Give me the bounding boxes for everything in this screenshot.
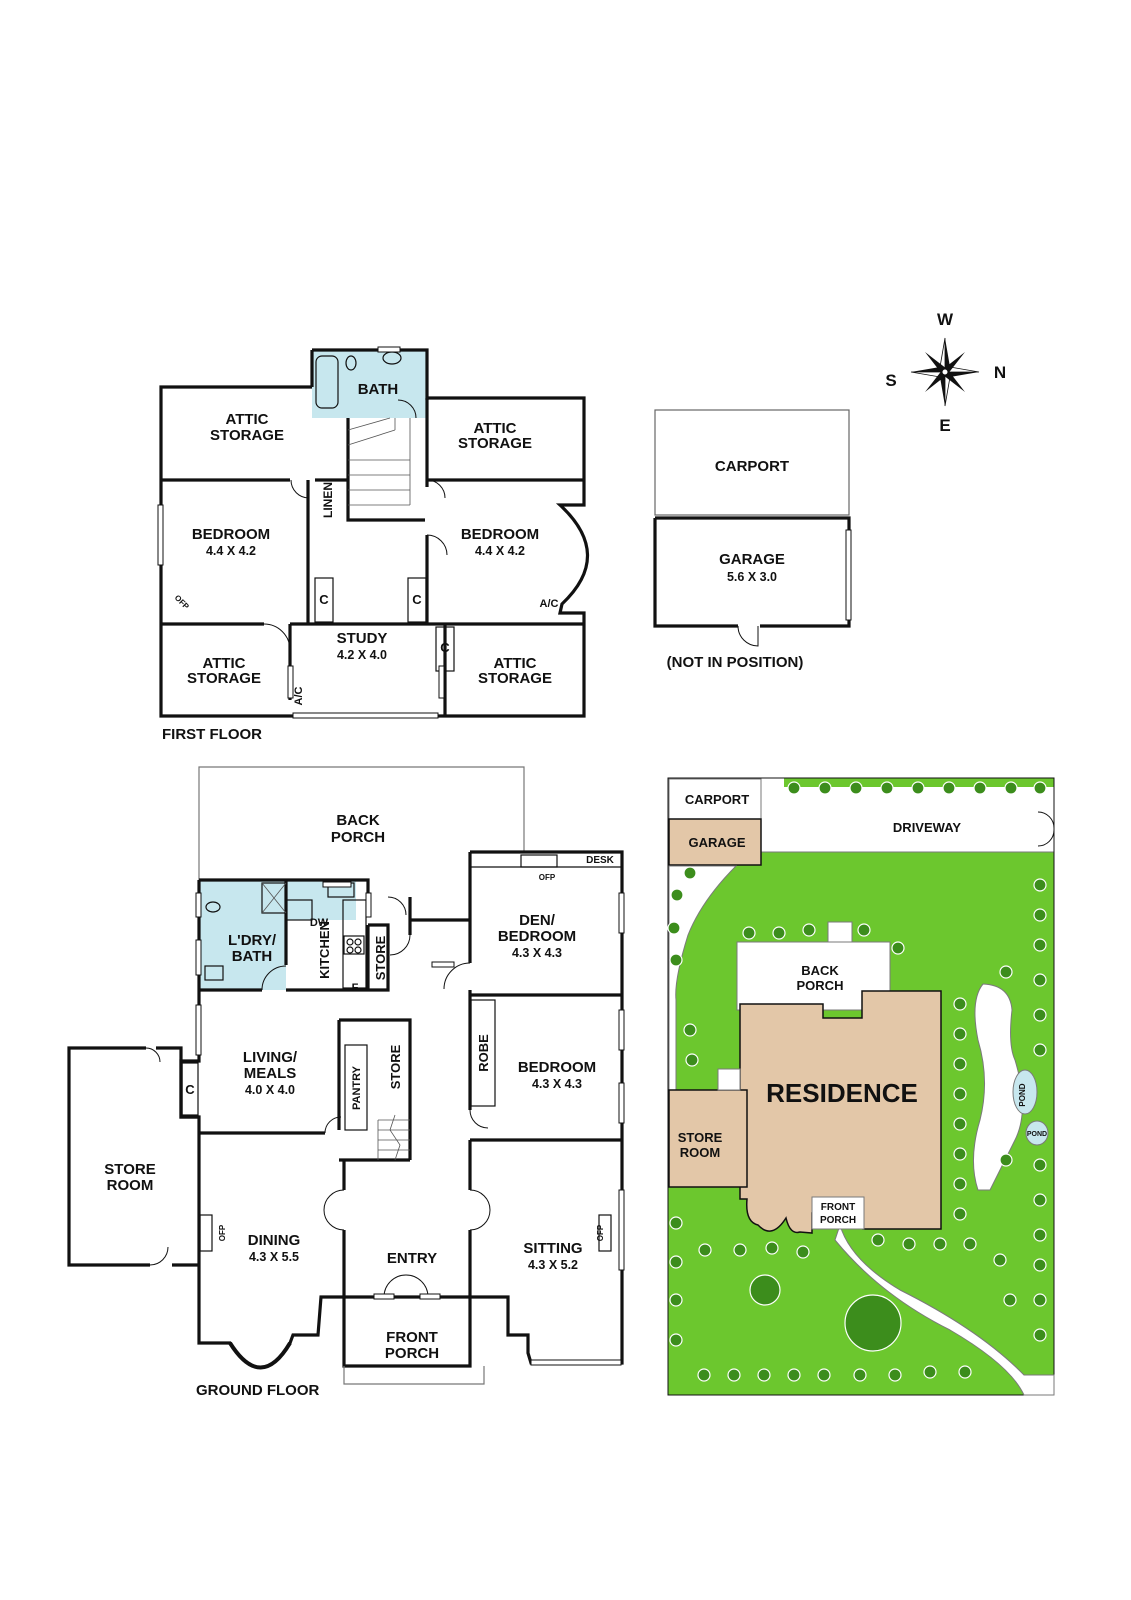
bath-label: BATH	[358, 381, 399, 398]
robe-label: ROBE	[476, 1034, 491, 1072]
attic-storage-se-line1: ATTIC	[493, 655, 536, 672]
garage-block-garage-name: GARAGE	[719, 551, 785, 568]
bedroom-ground-size: 4.3 X 4.3	[532, 1077, 582, 1091]
ground-floor-stairs	[377, 1114, 410, 1161]
attic-storage-ne-line1: ATTIC	[473, 420, 516, 437]
bedroom-west-size: 4.4 X 4.2	[206, 544, 256, 558]
den-line2: BEDROOM	[498, 928, 576, 945]
desk-label: DESK	[586, 855, 615, 866]
garage-block: CARPORT GARAGE 5.6 X 3.0 (NOT IN POSITIO…	[653, 409, 852, 671]
sitting-name: SITTING	[523, 1240, 582, 1257]
study-name: STUDY	[337, 630, 388, 647]
site-garage: GARAGE	[688, 835, 745, 850]
compass-east: E	[939, 416, 950, 435]
bedroom-west-name: BEDROOM	[192, 526, 270, 543]
dw-label: DW	[310, 917, 329, 929]
site-pond-1: POND	[1018, 1083, 1027, 1106]
den-line1: DEN/	[519, 912, 556, 929]
back-porch-line2: PORCH	[331, 829, 385, 846]
bath-toilet	[345, 355, 357, 371]
ofp-sitting: OFP	[596, 1224, 605, 1241]
site-plan: CARPORT GARAGE DRIVEWAY BACK PORCH RESID…	[667, 777, 1055, 1396]
ofp-label-first: OFP	[173, 593, 191, 611]
front-porch-line1: FRONT	[386, 1329, 438, 1346]
linen-label: LINEN	[321, 482, 335, 518]
bedroom-east-size: 4.4 X 4.2	[475, 544, 525, 558]
laundry-wet-area	[199, 880, 286, 990]
compass-south: S	[885, 371, 896, 390]
ac-label-east: A/C	[540, 598, 559, 610]
first-floor-plan: BATH C C C ATTIC	[157, 346, 590, 743]
living-size: 4.0 X 4.0	[245, 1083, 295, 1097]
attic-storage-ne-line2: STORAGE	[458, 435, 532, 452]
site-carport: CARPORT	[685, 792, 749, 807]
living-line2: MEALS	[244, 1065, 297, 1082]
compass-west: W	[937, 310, 954, 329]
site-back-porch-line2: PORCH	[797, 978, 844, 993]
ground-floor-title: GROUND FLOOR	[196, 1382, 319, 1399]
site-residence: RESIDENCE	[766, 1078, 918, 1108]
garage-block-carport: CARPORT	[715, 458, 789, 475]
site-back-porch-line1: BACK	[801, 963, 839, 978]
first-floor-stairs	[347, 417, 411, 506]
back-porch-line1: BACK	[336, 812, 379, 829]
laundry-line1: L'DRY/	[228, 932, 277, 949]
dining-name: DINING	[248, 1232, 301, 1249]
ofp-den: OFP	[539, 873, 556, 882]
den-size: 4.3 X 4.3	[512, 946, 562, 960]
first-floor-outer-wall	[159, 385, 590, 718]
site-hedge-trees	[667, 781, 1047, 1382]
ground-floor-plan: BACK PORCH OFP DESK DW L'DRY/ BATH KITCH…	[67, 766, 625, 1399]
study-size: 4.2 X 4.0	[337, 648, 387, 662]
entry-label: ENTRY	[387, 1250, 437, 1267]
attic-storage-sw-line1: ATTIC	[202, 655, 245, 672]
garage-block-garage-size: 5.6 X 3.0	[727, 570, 777, 584]
bath-tub	[315, 355, 339, 409]
store-kitchen-label: STORE	[373, 935, 388, 980]
cupboard-label-2: C	[412, 592, 422, 607]
cupboard-label-1: C	[319, 592, 329, 607]
attic-storage-nw-line2: STORAGE	[210, 427, 284, 444]
site-front-porch-line2: PORCH	[820, 1215, 856, 1226]
ofp-dining: OFP	[218, 1224, 227, 1241]
store-room-line2: ROOM	[107, 1177, 154, 1194]
laundry-line2: BATH	[232, 948, 273, 965]
attic-storage-nw-line1: ATTIC	[225, 411, 268, 428]
sitting-size: 4.3 X 5.2	[528, 1258, 578, 1272]
site-driveway: DRIVEWAY	[893, 820, 961, 835]
ac-label-study: A/C	[293, 686, 305, 705]
living-line1: LIVING/	[243, 1049, 298, 1066]
pantry-label: PANTRY	[351, 1065, 363, 1110]
site-pond-2: POND	[1027, 1131, 1047, 1138]
compass-north: N	[994, 363, 1006, 382]
store-stair-label: STORE	[388, 1044, 403, 1089]
bath-wet-area	[312, 350, 427, 418]
cupboard-label-3: C	[440, 640, 450, 655]
site-store-room-line1: STORE	[678, 1130, 723, 1145]
attic-storage-sw-line2: STORAGE	[187, 670, 261, 687]
fridge-label: F	[352, 982, 359, 994]
compass-rose: W E S N	[885, 310, 1006, 435]
garage-block-note: (NOT IN POSITION)	[667, 654, 804, 671]
bedroom-ground-name: BEDROOM	[518, 1059, 596, 1076]
kitchen-label: KITCHEN	[317, 921, 332, 979]
store-room-line1: STORE	[104, 1161, 155, 1178]
front-porch-line2: PORCH	[385, 1345, 439, 1362]
site-front-porch-line1: FRONT	[821, 1202, 855, 1213]
dining-size: 4.3 X 5.5	[249, 1250, 299, 1264]
attic-storage-se-line2: STORAGE	[478, 670, 552, 687]
first-floor-title: FIRST FLOOR	[162, 726, 262, 743]
site-store-room-line2: ROOM	[680, 1145, 720, 1160]
bedroom-east-name: BEDROOM	[461, 526, 539, 543]
compass-star-icon	[910, 337, 980, 407]
cupboard-ground: C	[185, 1082, 195, 1097]
